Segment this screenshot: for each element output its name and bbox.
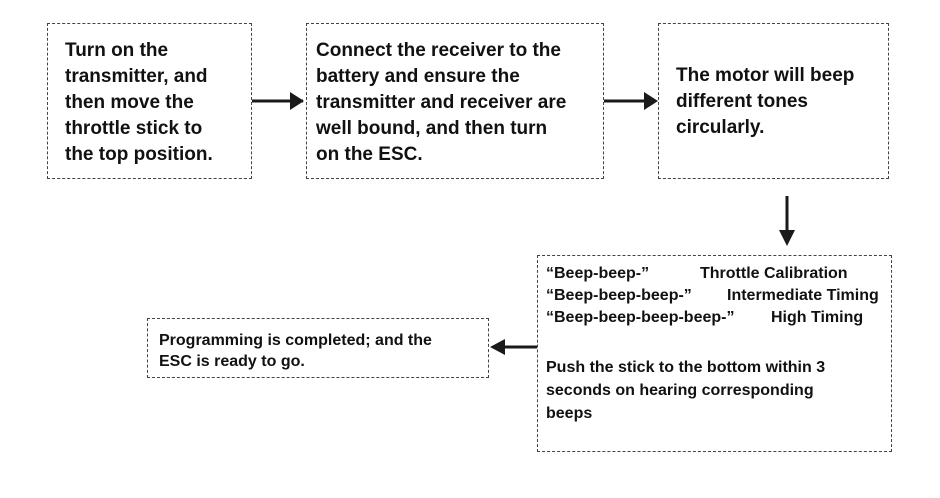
step3-line-3: circularly. [676,117,765,138]
step5-line-1: Programming is completed; and the [159,332,432,349]
instruction-line-2: seconds on hearing corresponding [546,382,814,399]
beep-row-1: “Beep-beep-” Throttle Calibration [546,264,891,286]
instruction-line-1: Push the stick to the bottom within 3 [546,359,826,376]
arrowhead-step3-to-step4 [779,230,795,246]
beep-row-3: “Beep-beep-beep-beep-” High Timing [546,308,891,330]
step2-line-4: well bound, and then turn [316,118,548,139]
step5-box: Programming is completed; and the ESC is… [147,318,489,378]
step1-line-2: transmitter, and [65,66,208,87]
step3-line-1: The motor will beep [676,65,855,86]
beep-row-2: “Beep-beep-beep-” Intermediate Timing [546,286,891,308]
step1-box: Turn on the transmitter, and then move t… [47,23,252,179]
step4-box: “Beep-beep-” Throttle Calibration “Beep-… [537,255,892,452]
arrowhead-step4-to-step5 [490,339,505,355]
beep-sound-2: “Beep-beep-beep-” [546,287,692,304]
arrowhead-step2-to-step3 [644,92,658,110]
beep-mode-3: High Timing [771,309,864,326]
step5-line-2: ESC is ready to go. [159,353,305,370]
step2-line-3: transmitter and receiver are [316,92,567,113]
step1-line-4: throttle stick to [65,118,203,139]
instruction-line-3: beeps [546,405,593,422]
step3-box: The motor will beep different tones circ… [658,23,889,179]
step2-box: Connect the receiver to the battery and … [306,23,604,179]
step1-line-5: the top position. [65,144,213,165]
step2-line-5: on the ESC. [316,144,423,165]
step1-line-3: then move the [65,92,194,113]
beep-sound-3: “Beep-beep-beep-beep-” [546,309,735,326]
step4-instruction: Push the stick to the bottom within 3 se… [546,356,891,425]
arrowhead-step1-to-step2 [290,92,304,110]
beep-mode-2: Intermediate Timing [727,287,879,304]
step1-line-1: Turn on the [65,40,169,61]
beep-sound-1: “Beep-beep-” [546,265,650,282]
beep-mode-1: Throttle Calibration [700,265,848,282]
step3-line-2: different tones [676,91,808,112]
step2-line-2: battery and ensure the [316,66,520,87]
step2-line-1: Connect the receiver to the [316,40,561,61]
